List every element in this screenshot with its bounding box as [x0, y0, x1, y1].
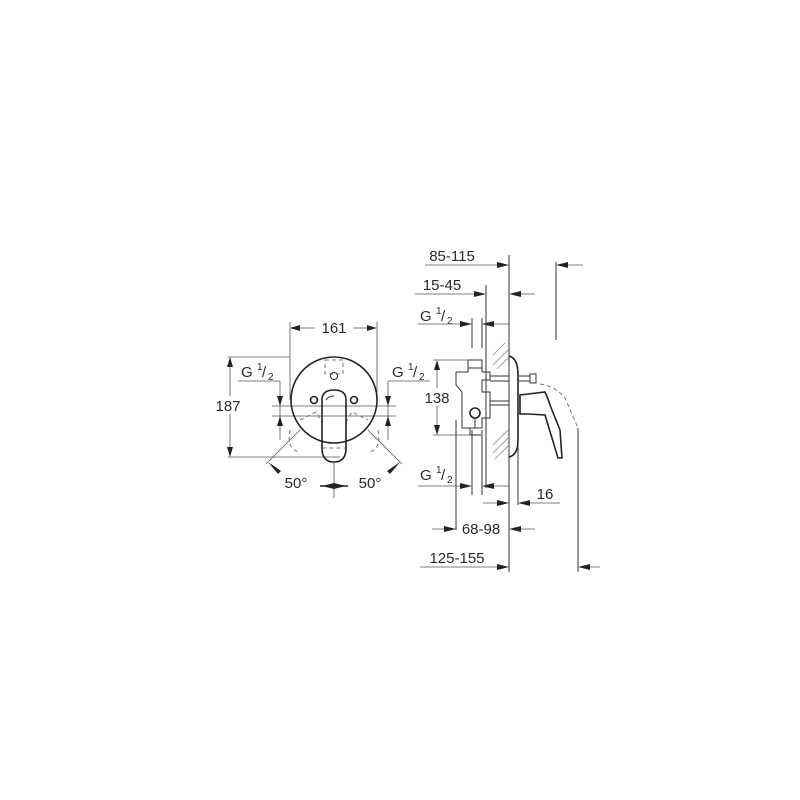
thread-g: G	[241, 364, 253, 381]
thread-slash: /	[441, 308, 446, 325]
wall-hatch	[492, 342, 510, 460]
valve-body	[455, 359, 509, 436]
side-view: 85-115 15-45 G 1 / 2 138	[415, 248, 600, 572]
thread-g: G	[392, 364, 404, 381]
dim-138: 138	[424, 390, 449, 407]
right-angle-label: 50°	[359, 475, 382, 492]
left-angle-label: 50°	[285, 475, 308, 492]
thread-den: 2	[268, 372, 274, 383]
thread-slash: /	[441, 467, 446, 484]
thread-num: 1	[257, 362, 263, 373]
dim-16: 16	[537, 486, 554, 503]
thread-slash: /	[413, 364, 418, 381]
thread-den: 2	[419, 372, 425, 383]
dim-68-98: 68-98	[462, 521, 500, 538]
dim-85-115: 85-115	[429, 248, 475, 265]
left-thread-label: G 1 / 2	[241, 362, 274, 383]
bottom-thread-label: G 1 / 2	[420, 465, 453, 486]
right-thread-label: G 1 / 2	[392, 362, 425, 383]
height-dim-label: 187	[215, 398, 240, 415]
thread-num: 1	[408, 362, 414, 373]
thread-g: G	[420, 308, 432, 325]
thread-slash: /	[262, 364, 267, 381]
front-view: 161 187 G 1 / 2 G 1 / 2	[210, 318, 430, 498]
dim-125-155: 125-155	[429, 550, 484, 567]
thread-num: 1	[436, 306, 442, 317]
top-thread-label: G 1 / 2	[420, 306, 453, 327]
thread-den: 2	[447, 475, 453, 486]
thread-num: 1	[436, 465, 442, 476]
dim-15-45: 15-45	[423, 277, 461, 294]
thread-den: 2	[447, 316, 453, 327]
plate-profile	[508, 355, 519, 458]
thread-g: G	[420, 467, 432, 484]
lever-side	[519, 391, 563, 459]
escutcheon-plate	[290, 356, 378, 444]
width-dim-label: 161	[321, 320, 346, 337]
lever-handle	[321, 389, 347, 463]
